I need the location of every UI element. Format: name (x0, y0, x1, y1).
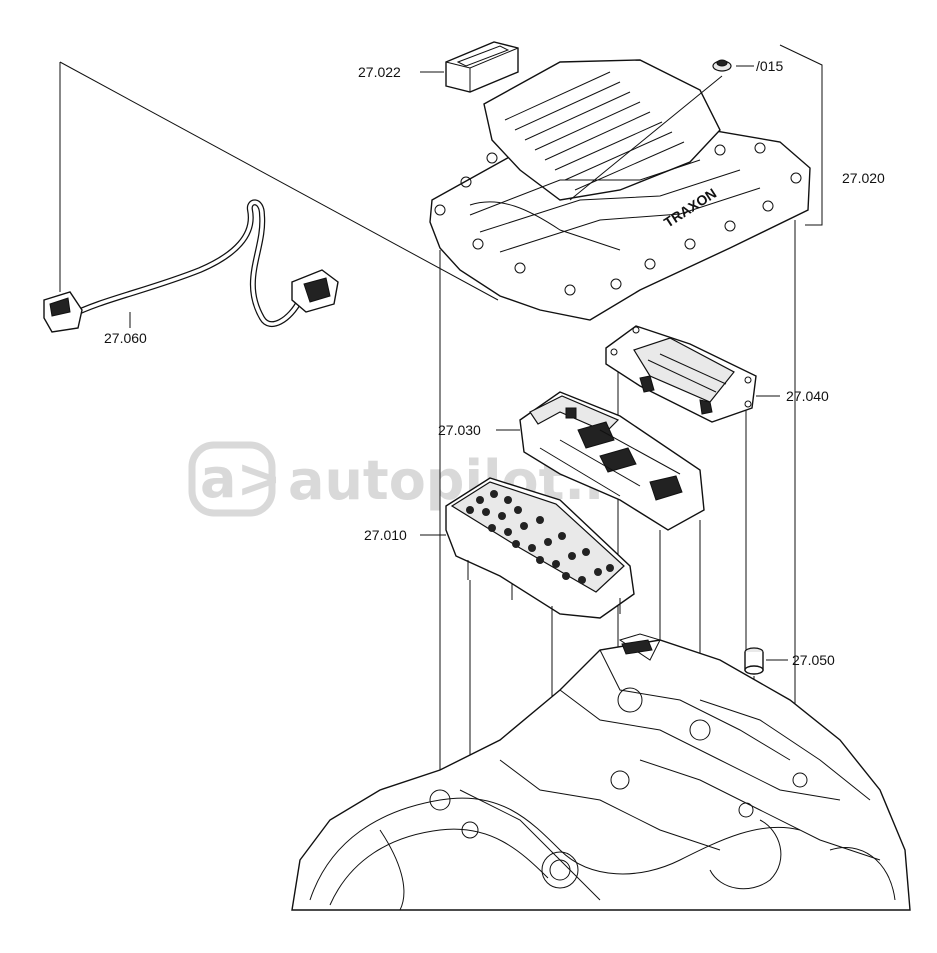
callout-27060: 27.060 (104, 330, 147, 346)
callout-27050: 27.050 (792, 652, 835, 668)
callout-27030: 27.030 (438, 422, 481, 438)
callout-27010: 27.010 (364, 527, 407, 543)
module-27030 (496, 391, 705, 870)
plate-27040 (605, 325, 780, 720)
valve-body-27010 (420, 477, 635, 870)
cover-27020: TRAXON (429, 44, 823, 790)
callout-labels: 27.022 /015 27.020 27.060 27.040 27.030 … (104, 58, 885, 668)
transmission-housing (291, 633, 911, 911)
callout-27022: 27.022 (358, 64, 401, 80)
cap-27022 (420, 41, 519, 93)
wiring-harness-27060 (43, 61, 499, 333)
callout-27040: 27.040 (786, 388, 829, 404)
seal-015 (569, 59, 754, 201)
callout-015: /015 (756, 58, 783, 74)
callout-27020: 27.020 (842, 170, 885, 186)
watermark-logo: a> (200, 447, 282, 510)
watermark-logo-frame (188, 441, 276, 517)
